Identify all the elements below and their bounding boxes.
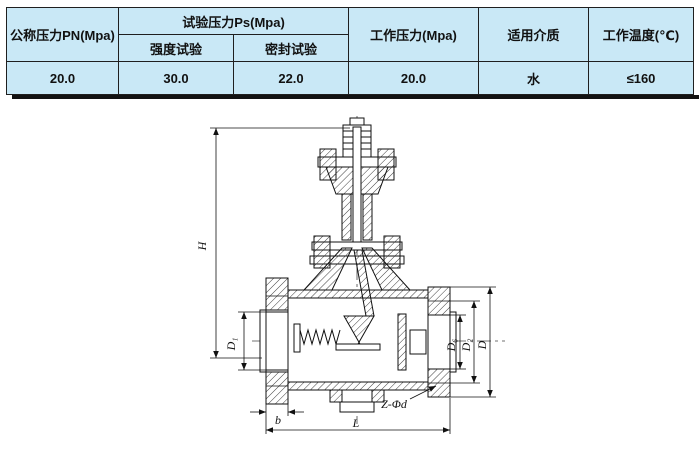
dim-label-d2: D₂ bbox=[459, 339, 473, 353]
spring-guide bbox=[293, 323, 301, 353]
dimension-labels: H D₁ b L D₆ D₂ D Z-Φd bbox=[195, 240, 489, 430]
value-medium: 水 bbox=[478, 61, 589, 95]
header-seal-test: 密封试验 bbox=[233, 34, 349, 62]
bonnet-bolt-left bbox=[313, 235, 331, 269]
dim-label-h: H bbox=[195, 240, 209, 251]
dim-label-d6: D₆ bbox=[444, 339, 458, 353]
header-nominal-pressure: 公称压力PN(Mpa) bbox=[6, 7, 119, 62]
value-strength-test: 30.0 bbox=[118, 61, 234, 95]
neck-wall-right bbox=[362, 193, 373, 241]
header-working-temperature: 工作温度(℃) bbox=[588, 7, 694, 62]
leader-bolt-holes bbox=[409, 385, 437, 400]
header-row-1: 公称压力PN(Mpa) 试验压力Ps(Mpa) 工作压力(Mpa) 适用介质 工… bbox=[6, 7, 694, 62]
dimensions bbox=[210, 127, 496, 434]
spec-table: 公称压力PN(Mpa) 试验压力Ps(Mpa) 工作压力(Mpa) 适用介质 工… bbox=[6, 7, 694, 95]
body-wall-top bbox=[287, 289, 429, 299]
left-raised-face bbox=[259, 309, 267, 373]
header-medium: 适用介质 bbox=[478, 7, 589, 62]
value-seal-test: 22.0 bbox=[233, 61, 349, 95]
valve-section-drawing: H D₁ b L D₆ D₂ D Z-Φd bbox=[195, 116, 505, 434]
neck-wall-left bbox=[341, 193, 352, 241]
spring-coil bbox=[299, 328, 341, 346]
inner-block-right bbox=[409, 329, 427, 355]
header-row-2: 强度试验 密封试验 bbox=[7, 34, 694, 62]
value-nominal-pressure: 20.0 bbox=[6, 61, 119, 95]
dim-label-l: L bbox=[352, 416, 360, 430]
value-working-pressure: 20.0 bbox=[348, 61, 479, 95]
body-wall-bottom bbox=[287, 381, 429, 391]
data-row: 20.0 30.0 22.0 20.0 水 ≤160 bbox=[6, 61, 694, 95]
valve-stem bbox=[352, 126, 362, 249]
value-working-temperature: ≤160 bbox=[588, 61, 694, 95]
header-test-pressure: 试验压力Ps(Mpa) bbox=[118, 7, 349, 35]
inner-column-right bbox=[397, 313, 407, 371]
header-working-pressure: 工作压力(Mpa) bbox=[348, 7, 479, 62]
stem-top-cap bbox=[349, 117, 365, 126]
seat-ring bbox=[335, 343, 381, 351]
table-bottom-rule bbox=[12, 95, 699, 99]
spec-table-wrapper: 公称压力PN(Mpa) 试验压力Ps(Mpa) 工作压力(Mpa) 适用介质 工… bbox=[0, 0, 699, 99]
dim-label-d1: D₁ bbox=[224, 338, 238, 352]
dim-label-bolt-holes: Z-Φd bbox=[381, 397, 408, 411]
bonnet-bolt-right bbox=[383, 235, 401, 269]
valve-body bbox=[259, 117, 457, 413]
header-strength-test: 强度试验 bbox=[118, 34, 234, 62]
valve-drawing-area: H D₁ b L D₆ D₂ D Z-Φd bbox=[0, 99, 699, 445]
dim-label-d: D bbox=[475, 340, 489, 350]
right-raised-face bbox=[449, 311, 457, 373]
dim-label-b: b bbox=[275, 413, 281, 427]
bottom-cap bbox=[339, 401, 375, 413]
